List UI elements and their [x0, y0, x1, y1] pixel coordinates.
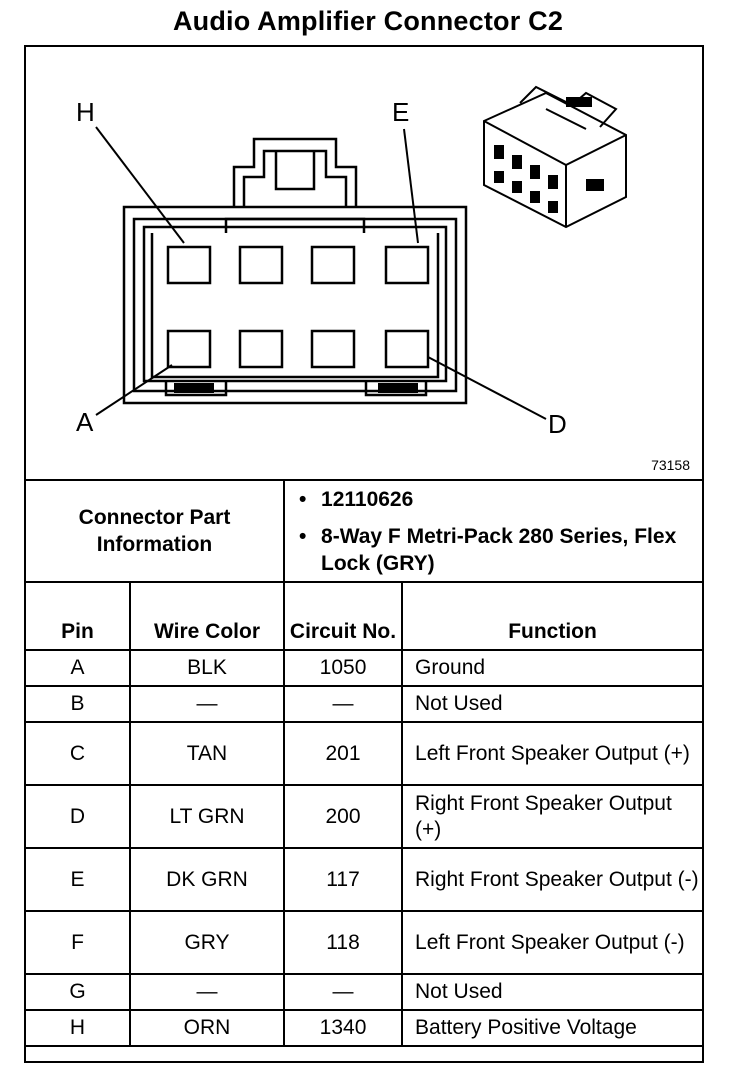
wire-color-cell: ORN [128, 1009, 286, 1047]
pin-cell: H [26, 1009, 131, 1047]
table-row: H ORN 1340 Battery Positive Voltage [26, 1009, 703, 1047]
connector-face-drawing [95, 85, 627, 420]
connector-info-values: 12110626 8-Way F Metri-Pack 280 Series, … [283, 479, 703, 583]
function-cell: Left Front Speaker Output (+) [401, 721, 703, 786]
pin-cell: F [26, 910, 131, 975]
pin-cell: D [26, 784, 131, 849]
pin-cell: B [26, 685, 131, 723]
wire-color-cell: — [128, 973, 286, 1011]
circuit-cell: 201 [283, 721, 404, 786]
function-cell: Not Used [401, 973, 703, 1011]
pin-label-e: E [392, 97, 410, 127]
connector-diagram: H E A D 73158 [26, 47, 702, 479]
pin-label-a: A [76, 407, 94, 437]
function-cell: Right Front Speaker Output (+) [401, 784, 703, 849]
connector-info-label: Connector Part Information [26, 479, 286, 583]
connector-part-number: 12110626 [295, 486, 702, 513]
header-circuit-no: Circuit No. [283, 581, 404, 651]
table-row: A BLK 1050 Ground [26, 649, 703, 687]
table-row: F GRY 118 Left Front Speaker Output (-) [26, 910, 703, 975]
figure-number: 73158 [651, 457, 690, 473]
pinout-table: Connector Part Information 12110626 8-Wa… [26, 479, 703, 1047]
function-cell: Ground [401, 649, 703, 687]
wire-color-cell: — [128, 685, 286, 723]
table-row: B — — Not Used [26, 685, 703, 723]
header-wire-color: Wire Color [128, 581, 286, 651]
page-title: Audio Amplifier Connector C2 [172, 6, 564, 36]
table-row: C TAN 201 Left Front Speaker Output (+) [26, 721, 703, 786]
wire-color-cell: BLK [128, 649, 286, 687]
table-row: D LT GRN 200 Right Front Speaker Output … [26, 784, 703, 849]
function-cell: Battery Positive Voltage [401, 1009, 703, 1047]
connector-frame: H E A D 73158 Connector Part Information… [24, 45, 704, 1063]
wire-color-cell: TAN [128, 721, 286, 786]
pin-label-h: H [76, 97, 95, 127]
circuit-cell: 200 [283, 784, 404, 849]
header-function: Function [401, 581, 703, 651]
pin-cell: A [26, 649, 131, 687]
pin-label-d: D [548, 409, 567, 439]
table-row: G — — Not Used [26, 973, 703, 1011]
table-header-row: Pin Wire Color Circuit No. Function [26, 581, 703, 651]
connector-description: 8-Way F Metri-Pack 280 Series, Flex Lock… [295, 523, 702, 577]
connector-info-row: Connector Part Information 12110626 8-Wa… [26, 479, 703, 583]
header-pin: Pin [26, 581, 131, 651]
wire-color-cell: GRY [128, 910, 286, 975]
function-cell: Not Used [401, 685, 703, 723]
wire-color-cell: DK GRN [128, 847, 286, 912]
pin-cell: C [26, 721, 131, 786]
circuit-cell: 118 [283, 910, 404, 975]
circuit-cell: 1340 [283, 1009, 404, 1047]
pin-cavities [166, 245, 430, 369]
circuit-cell: 1050 [283, 649, 404, 687]
circuit-cell: — [283, 685, 404, 723]
function-cell: Right Front Speaker Output (-) [401, 847, 703, 912]
function-cell: Left Front Speaker Output (-) [401, 910, 703, 975]
pin-cell: G [26, 973, 131, 1011]
table-row: E DK GRN 117 Right Front Speaker Output … [26, 847, 703, 912]
wire-color-cell: LT GRN [128, 784, 286, 849]
pin-cell: E [26, 847, 131, 912]
circuit-cell: — [283, 973, 404, 1011]
circuit-cell: 117 [283, 847, 404, 912]
